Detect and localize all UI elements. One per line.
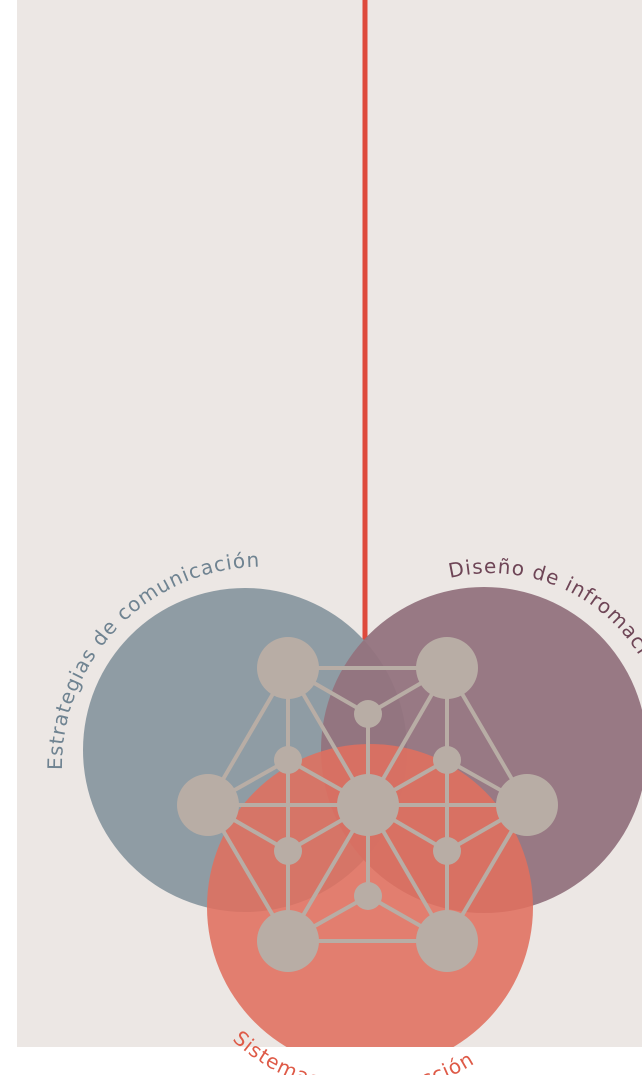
network-node-small (274, 837, 302, 865)
network-node-small (354, 882, 382, 910)
diagram-group (83, 0, 642, 1047)
network-node-small (274, 746, 302, 774)
network-node-large (257, 637, 319, 699)
network-node-large (496, 774, 558, 836)
network-node-large (416, 637, 478, 699)
network-node-large (177, 774, 239, 836)
network-nodes (177, 637, 558, 972)
network-node-large (257, 910, 319, 972)
network-node-small (433, 746, 461, 774)
network-node-small (354, 700, 382, 728)
network-node-small (433, 837, 461, 865)
network-node-large (416, 910, 478, 972)
network-node-large (337, 774, 399, 836)
